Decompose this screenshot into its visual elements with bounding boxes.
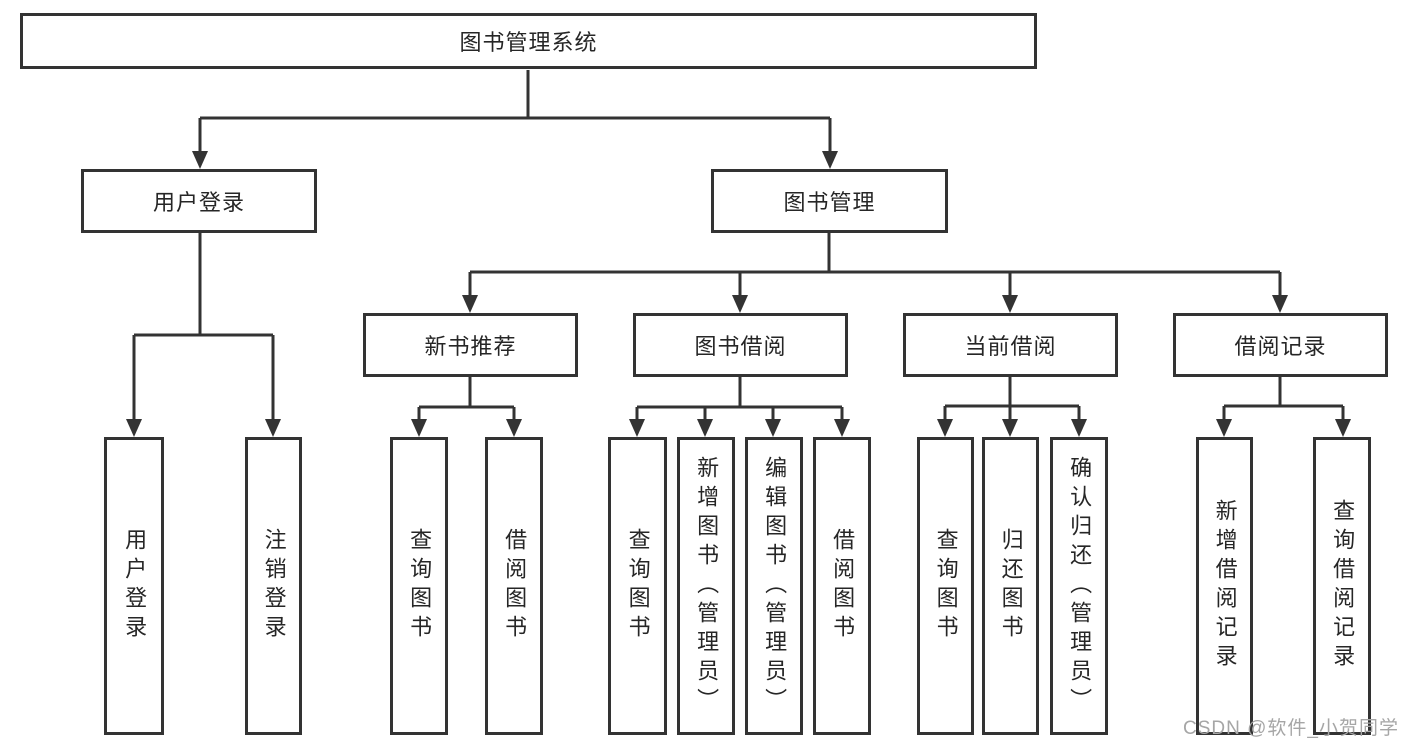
leaf-query-books-recommend: 查询图书 [390, 437, 448, 735]
node-new-book-recommendation: 新书推荐 [363, 313, 578, 377]
leaf-add-borrow-record: 新增借阅记录 [1196, 437, 1253, 735]
leaf-label: 注销登录 [261, 528, 287, 644]
leaf-borrow-books-borrowing: 借阅图书 [813, 437, 871, 735]
leaf-borrow-books-recommend: 借阅图书 [485, 437, 543, 735]
leaf-return-books: 归还图书 [982, 437, 1039, 735]
csdn-watermark: CSDN @软件_小贺同学 [1183, 718, 1399, 739]
node-user-login: 用户登录 [81, 169, 317, 233]
node-root-system: 图书管理系统 [20, 13, 1037, 69]
leaf-user-login: 用户登录 [104, 437, 164, 735]
leaf-label: 查询图书 [625, 528, 651, 644]
leaf-add-books-admin: 新增图书（管理员） [677, 437, 735, 735]
leaf-label: 用户登录 [122, 528, 148, 644]
leaf-query-borrow-record: 查询借阅记录 [1313, 437, 1371, 735]
node-book-borrowing: 图书借阅 [633, 313, 848, 377]
leaf-label: 归还图书 [998, 528, 1024, 644]
node-borrowing-records: 借阅记录 [1173, 313, 1388, 377]
leaf-label: 新增借阅记录 [1212, 499, 1238, 673]
leaf-label: 新增图书（管理员） [694, 455, 720, 717]
leaf-logout: 注销登录 [245, 437, 302, 735]
leaf-label: 查询借阅记录 [1330, 499, 1356, 673]
leaf-edit-books-admin: 编辑图书（管理员） [745, 437, 803, 735]
leaf-confirm-return-admin: 确认归还（管理员） [1050, 437, 1108, 735]
leaf-label: 查询图书 [407, 528, 433, 644]
node-book-management: 图书管理 [711, 169, 948, 233]
leaf-label: 借阅图书 [830, 528, 856, 644]
leaf-label: 确认归还（管理员） [1067, 455, 1093, 717]
node-current-borrowing: 当前借阅 [903, 313, 1118, 377]
leaf-label: 借阅图书 [502, 528, 528, 644]
leaf-label: 查询图书 [933, 528, 959, 644]
leaf-label: 编辑图书（管理员） [762, 455, 788, 717]
leaf-query-books-borrowing: 查询图书 [608, 437, 667, 735]
leaf-query-books-current: 查询图书 [917, 437, 974, 735]
